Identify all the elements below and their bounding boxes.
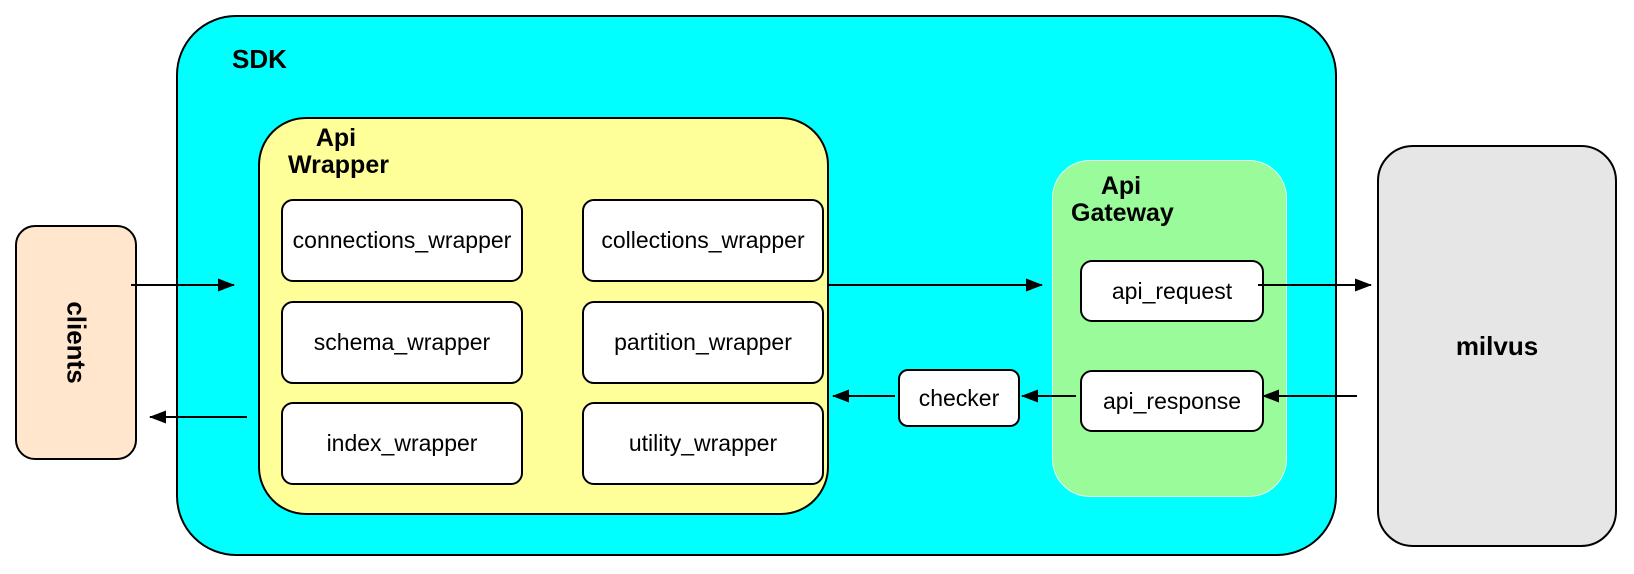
sdk-label: SDK bbox=[232, 44, 287, 74]
index-wrapper-box: index_wrapper bbox=[281, 402, 523, 485]
api-response-box: api_response bbox=[1080, 370, 1264, 432]
api-wrapper-label: Api Wrapper bbox=[288, 124, 389, 179]
clients-label: clients bbox=[61, 301, 92, 384]
utility-wrapper-box: utility_wrapper bbox=[582, 402, 824, 485]
api-gateway-label: Api Gateway bbox=[1071, 172, 1174, 227]
milvus-box: milvus bbox=[1377, 145, 1617, 547]
api-gateway-container: Api Gateway api_request api_response bbox=[1052, 160, 1287, 497]
api-request-box: api_request bbox=[1080, 260, 1264, 322]
collections-wrapper-box: collections_wrapper bbox=[582, 199, 824, 282]
connections-wrapper-box: connections_wrapper bbox=[281, 199, 523, 282]
api-wrapper-container: Api Wrapper connections_wrapper collecti… bbox=[258, 117, 829, 515]
partition-wrapper-box: partition_wrapper bbox=[582, 301, 824, 384]
schema-wrapper-box: schema_wrapper bbox=[281, 301, 523, 384]
sdk-container: SDK Api Wrapper connections_wrapper coll… bbox=[176, 15, 1337, 556]
clients-box: clients bbox=[15, 225, 137, 460]
checker-box: checker bbox=[898, 369, 1020, 427]
